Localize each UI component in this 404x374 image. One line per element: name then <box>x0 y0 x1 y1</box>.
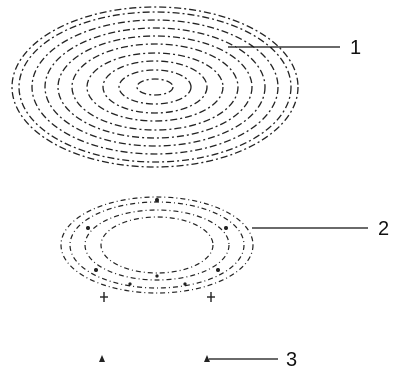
roller-wheel <box>128 282 132 286</box>
foot <box>99 355 105 362</box>
roller-wheel <box>183 282 187 286</box>
plate-ring <box>102 60 208 114</box>
ring-rollers <box>86 198 228 286</box>
ring-inner <box>84 209 230 281</box>
callout-label-2: 2 <box>378 218 389 240</box>
plate-hub <box>136 78 174 96</box>
foot <box>204 355 210 362</box>
plate-rim-outer <box>11 6 299 168</box>
callout-label-1: 1 <box>350 37 361 59</box>
plate-ring <box>57 35 253 139</box>
plate-ring <box>71 43 239 131</box>
roller-wheel <box>155 198 159 202</box>
leader-lines <box>209 46 368 360</box>
callout-label-3: 3 <box>286 349 297 371</box>
plate-ring <box>44 27 266 147</box>
roller-wheel <box>155 274 159 278</box>
ring-center <box>100 216 214 274</box>
plate-ring <box>118 69 192 105</box>
roller-wheel <box>94 268 98 272</box>
plate-rim <box>18 11 292 163</box>
roller-ring <box>60 196 254 294</box>
ring-outer <box>60 196 254 294</box>
roller-wheel <box>216 268 220 272</box>
ring-pins <box>100 292 215 302</box>
plate-ring <box>86 52 224 122</box>
feet <box>99 355 210 362</box>
roller-wheel <box>224 226 228 230</box>
plate-ring <box>31 19 279 155</box>
plate <box>11 6 299 168</box>
roller-wheel <box>86 226 90 230</box>
